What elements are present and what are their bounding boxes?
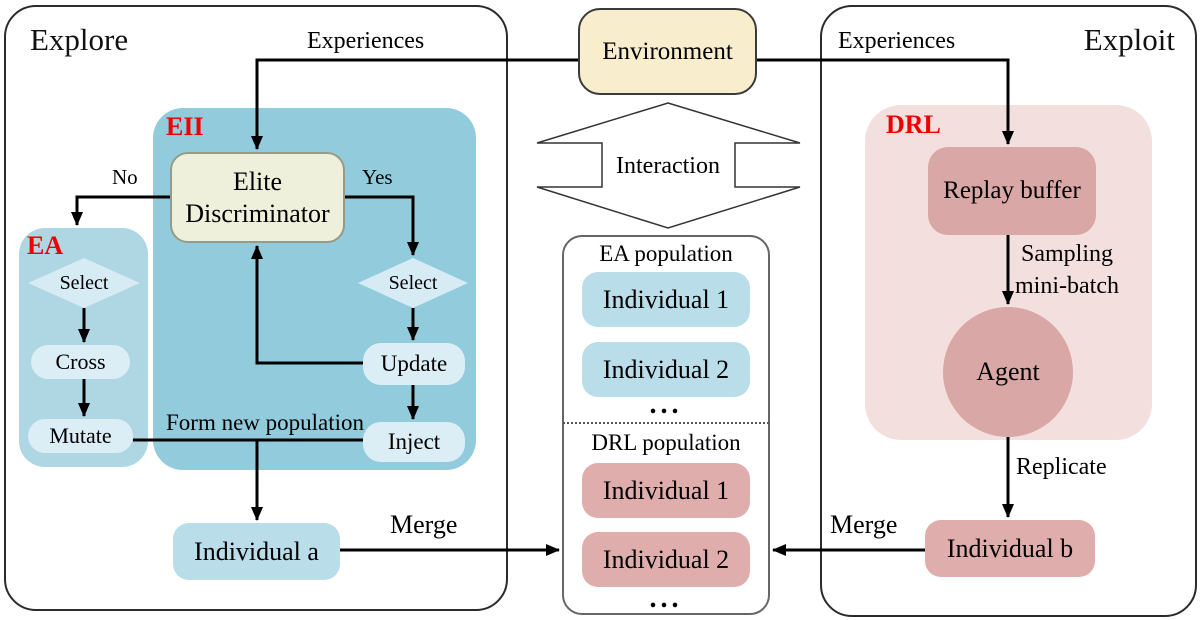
elite-discriminator-node: Elite Discriminator [170, 152, 345, 243]
experiences-right-label: Experiences [838, 28, 956, 54]
sampling-label-line1: Sampling [1021, 241, 1114, 267]
elite-discriminator-line1: Elite [232, 166, 283, 196]
interaction-arrow-shape [536, 102, 801, 229]
form-new-population-label: Form new population [166, 410, 365, 435]
cross-node: Cross [31, 345, 130, 379]
no-label: No [112, 165, 138, 189]
update-node: Update [363, 343, 465, 385]
arrow-update-to-elite-discriminator [251, 245, 363, 365]
arrow-env-to-replay-buffer [757, 58, 1014, 145]
arrow-no-to-ea [71, 195, 170, 226]
arrow-yes-to-select [345, 195, 419, 256]
yes-label: Yes [362, 165, 393, 189]
experiences-left-label: Experiences [307, 28, 425, 54]
individual-b-node: Individual b [925, 520, 1095, 577]
exploit-title: Exploit [1083, 22, 1175, 57]
environment-node: Environment [578, 8, 757, 95]
ea-individual-2: Individual 2 [582, 342, 750, 397]
ea-individual-1: Individual 1 [582, 272, 750, 327]
replicate-label: Replicate [1016, 454, 1107, 480]
mutate-node: Mutate [28, 419, 133, 453]
individual-a-node: Individual a [173, 523, 340, 580]
merge-right-label: Merge [830, 510, 898, 539]
agent-node: Agent [943, 307, 1073, 437]
explore-title: Explore [30, 22, 129, 57]
drl-individual-1: Individual 1 [582, 463, 750, 518]
drl-population-title: DRL population [591, 430, 741, 455]
drl-population-ellipsis: ... [649, 583, 683, 614]
ea-population-title: EA population [599, 241, 733, 266]
drl-individual-2: Individual 2 [582, 532, 750, 587]
ea-population-ellipsis: ... [649, 389, 683, 420]
merge-left-label: Merge [390, 510, 458, 539]
ea-label: EA [27, 231, 64, 260]
sampling-label-line2: mini-batch [1015, 273, 1119, 299]
population-divider [563, 422, 769, 424]
eii-label: EII [166, 112, 204, 141]
replay-buffer-node: Replay buffer [928, 147, 1096, 235]
inject-node: Inject [363, 422, 465, 462]
arrow-env-to-elite-discriminator [251, 58, 578, 150]
drl-label: DRL [886, 110, 941, 139]
interaction-label: Interaction [616, 152, 720, 179]
elite-discriminator-line2: Discriminator [185, 198, 330, 228]
